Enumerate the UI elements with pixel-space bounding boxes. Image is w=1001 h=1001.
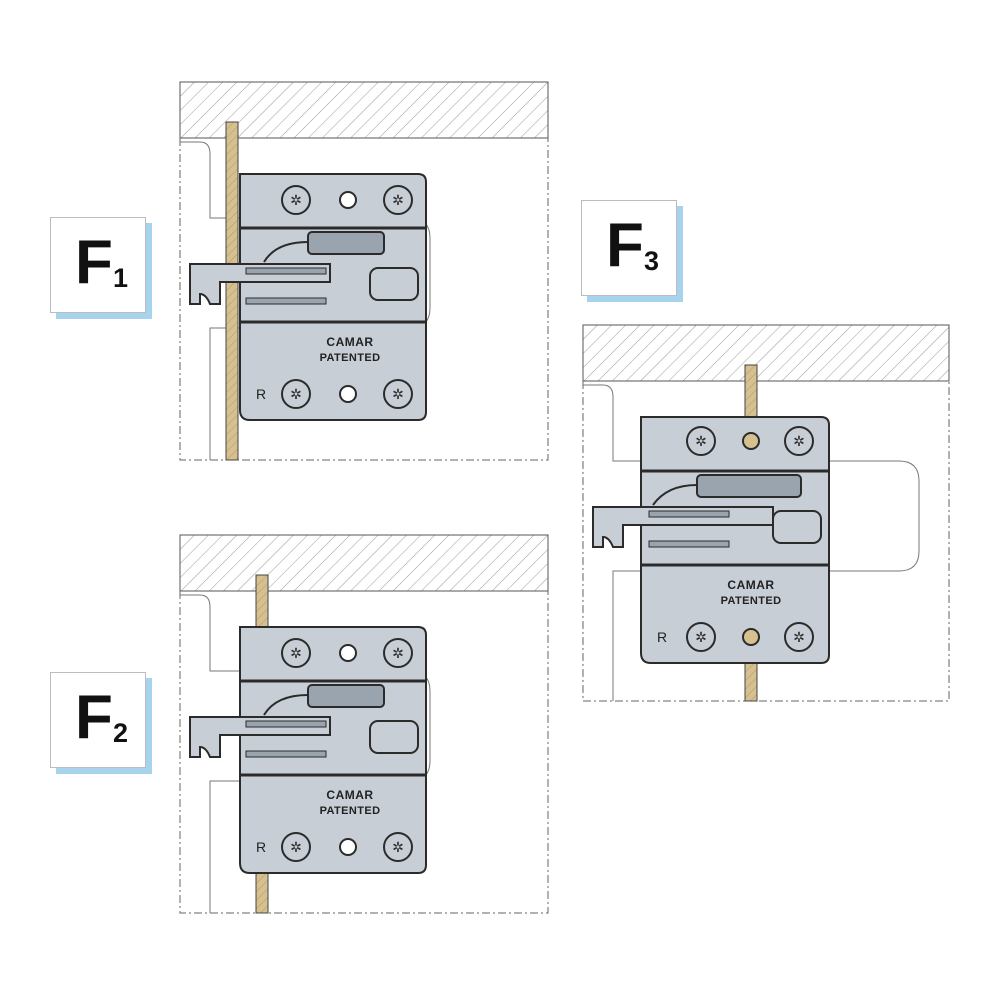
screw	[281, 832, 311, 862]
svg-text:✲: ✲	[695, 434, 707, 450]
screw	[281, 638, 311, 668]
svg-text:✲: ✲	[695, 630, 707, 646]
label-face: F 1	[50, 217, 146, 313]
ceiling-hatch	[582, 324, 950, 382]
svg-text:✲: ✲	[793, 434, 805, 450]
screw	[383, 379, 413, 409]
svg-text:✲: ✲	[392, 646, 404, 662]
brand-text: CAMAR	[326, 335, 373, 349]
screw	[383, 832, 413, 862]
svg-text:✲: ✲	[290, 840, 302, 856]
ceiling-hatch	[179, 534, 549, 592]
hole	[742, 432, 760, 450]
hole	[339, 385, 357, 403]
brand-text: CAMAR	[326, 788, 373, 802]
panel-f1-drawing: ✲ ✲ ✲ ✲ CAMAR PATENTED R	[179, 81, 549, 461]
label-subscript: 1	[113, 263, 129, 293]
panel-f2-drawing: ✲ ✲ ✲ ✲ CAMAR PATENTED R	[179, 534, 549, 914]
screw	[383, 185, 413, 215]
screw	[281, 185, 311, 215]
label-f2: F 2	[50, 672, 152, 774]
svg-text:✲: ✲	[290, 646, 302, 662]
svg-text:✲: ✲	[793, 630, 805, 646]
svg-text:✲: ✲	[392, 193, 404, 209]
label-face: F 2	[50, 672, 146, 768]
side-text: R	[256, 386, 266, 402]
cabinet-outline	[179, 138, 549, 461]
screw	[686, 426, 716, 456]
patent-text: PATENTED	[320, 352, 381, 364]
panel-f1: ✲ ✲ ✲ ✲ CAMAR PATENTED R	[179, 81, 550, 462]
label-subscript: 2	[113, 718, 129, 748]
label-letter: F	[75, 228, 113, 297]
cabinet-inner	[583, 384, 920, 701]
screw	[281, 379, 311, 409]
svg-text:✲: ✲	[290, 387, 302, 403]
label-face: F 3	[581, 200, 677, 296]
label-f1: F 1	[50, 217, 152, 319]
label-letter: F	[75, 683, 113, 752]
hole	[339, 191, 357, 209]
screw	[383, 638, 413, 668]
hole	[339, 644, 357, 662]
brand-text: CAMAR	[727, 578, 774, 592]
svg-text:✲: ✲	[392, 387, 404, 403]
ceiling-hatch	[179, 81, 549, 139]
hole	[742, 628, 760, 646]
patent-text: PATENTED	[721, 595, 782, 607]
cabinet-outline	[582, 381, 950, 702]
svg-text:✲: ✲	[392, 840, 404, 856]
svg-text:✲: ✲	[290, 193, 302, 209]
hole	[339, 838, 357, 856]
screw	[686, 622, 716, 652]
side-text: R	[657, 629, 667, 645]
label-f3: F 3	[581, 200, 683, 302]
wood-panel	[225, 121, 239, 461]
patent-text: PATENTED	[320, 805, 381, 817]
screw	[784, 426, 814, 456]
panel-f3-drawing: ✲ ✲ ✲ ✲ CAMAR PATENTED R	[582, 324, 950, 702]
side-text: R	[256, 839, 266, 855]
label-subscript: 3	[644, 246, 660, 276]
panel-f3: ✲ ✲ ✲ ✲ CAMAR PATENTED R	[582, 324, 953, 705]
panel-f2: ✲ ✲ ✲ ✲ CAMAR PATENTED R	[179, 534, 550, 915]
label-letter: F	[606, 211, 644, 280]
screw	[784, 622, 814, 652]
cabinet-outline	[179, 591, 549, 914]
